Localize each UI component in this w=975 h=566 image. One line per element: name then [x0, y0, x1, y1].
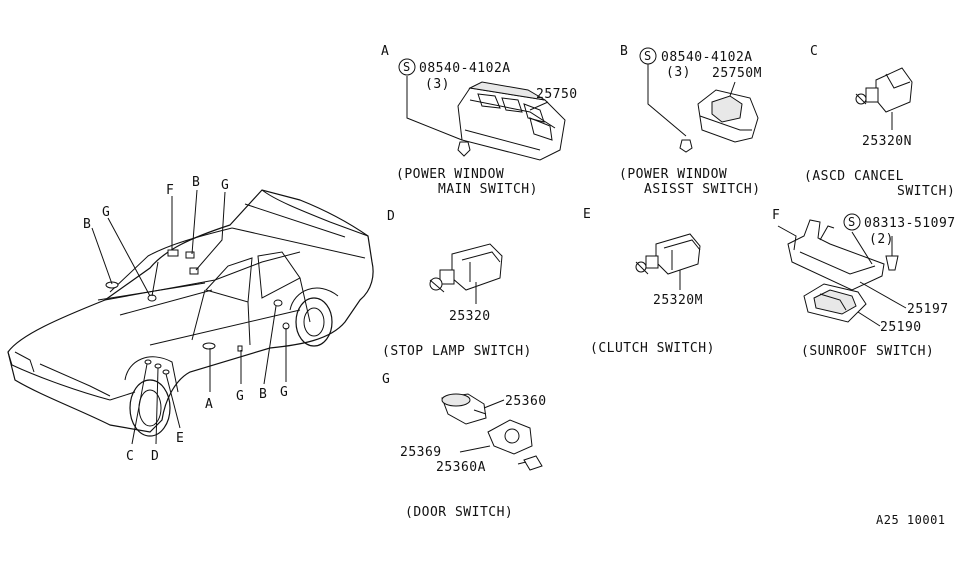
section-g-part-screw: 25360A — [436, 460, 486, 475]
section-d: D 25320 (STOP LAMP SWITCH) — [382, 209, 532, 359]
section-e: E 25320M (CLUTCH SWITCH) — [583, 207, 715, 356]
section-b: B S 08540-4102A (3) 25750M (POWER WINDOW… — [619, 44, 762, 197]
callout-g-top: G — [221, 178, 229, 193]
callout-f: F — [166, 183, 174, 198]
section-g-part-switch: 25360 — [505, 394, 547, 409]
section-a-letter: A — [381, 44, 389, 59]
section-b-caption-2: ASISST SWITCH) — [644, 182, 761, 197]
section-a-screw-part: 08540-4102A — [419, 61, 511, 76]
section-g-letter: G — [382, 372, 390, 387]
section-c-caption-1: (ASCD CANCEL — [804, 169, 904, 184]
screw-symbol-circle-f — [843, 213, 861, 231]
callout-e-bottom: E — [176, 431, 184, 446]
section-a-caption-1: (POWER WINDOW — [396, 167, 504, 182]
footer-code: A25 10001 — [876, 513, 946, 527]
section-c-part: 25320N — [862, 134, 912, 149]
callout-a-bottom: A — [205, 397, 213, 412]
section-c-caption-2: SWITCH) — [897, 184, 955, 199]
section-g-caption: (DOOR SWITCH) — [405, 505, 513, 520]
section-e-part: 25320M — [653, 293, 703, 308]
clutch-switch-icon — [655, 233, 701, 275]
callout-g-left: G — [102, 205, 110, 220]
section-b-letter: B — [620, 44, 628, 59]
section-f-caption: (SUNROOF SWITCH) — [801, 344, 934, 359]
section-e-letter: E — [583, 207, 591, 222]
callout-b-bottom: B — [259, 387, 267, 402]
section-f-screw-part: 08313-51097 — [864, 216, 956, 231]
callout-g-bottom1: G — [236, 389, 244, 404]
screw-icon-f — [885, 255, 899, 271]
section-b-caption-1: (POWER WINDOW — [619, 167, 727, 182]
callout-c-bottom: C — [126, 449, 134, 464]
section-a-screw-qty: (3) — [425, 77, 450, 92]
section-c: C 25320N (ASCD CANCEL SWITCH) — [804, 44, 955, 199]
section-a-part: 25750 — [536, 87, 578, 102]
callout-b-top: B — [192, 175, 200, 190]
screw-icon-a — [457, 141, 471, 157]
section-g: G 25360 25369 25360A (DOOR SWITCH) — [382, 372, 547, 520]
door-switch-screw-icon — [523, 455, 543, 471]
section-a: A S 08540-4102A (3) 25750 (POWER WINDOW … — [381, 44, 578, 197]
callout-d-bottom: D — [151, 449, 159, 464]
callout-g-bottom2: G — [280, 385, 288, 400]
screw-symbol-circle-a — [398, 58, 416, 76]
section-c-letter: C — [810, 44, 818, 59]
callout-b-left: B — [83, 217, 91, 232]
section-d-letter: D — [387, 209, 395, 224]
section-f-letter: F — [772, 208, 780, 223]
screw-icon-b — [679, 139, 693, 153]
car-illustration — [7, 189, 374, 445]
section-b-screw-part: 08540-4102A — [661, 50, 753, 65]
section-f-screw-symbol: S — [848, 215, 856, 229]
section-b-screw-symbol: S — [644, 49, 652, 63]
ascd-cancel-switch-icon — [875, 67, 913, 113]
section-b-screw-qty: (3) — [666, 65, 691, 80]
section-b-part: 25750M — [712, 66, 762, 81]
section-g-part-boot: 25369 — [400, 445, 442, 460]
stop-lamp-switch-icon — [451, 243, 503, 291]
section-f-part-switch: 25190 — [880, 320, 922, 335]
section-e-caption: (CLUTCH SWITCH) — [590, 341, 715, 356]
section-a-caption-2: MAIN SWITCH) — [438, 182, 538, 197]
section-f: F S 08313-51097 (2) 25197 25190 (SUNROOF… — [772, 208, 956, 359]
section-d-part: 25320 — [449, 309, 491, 324]
section-a-screw-symbol: S — [403, 60, 411, 74]
door-switch-boot-icon — [487, 419, 533, 455]
sunroof-bracket-icon — [787, 219, 885, 291]
section-d-caption: (STOP LAMP SWITCH) — [382, 344, 532, 359]
section-f-screw-qty: (2) — [869, 232, 894, 247]
section-f-part-bracket: 25197 — [907, 302, 949, 317]
